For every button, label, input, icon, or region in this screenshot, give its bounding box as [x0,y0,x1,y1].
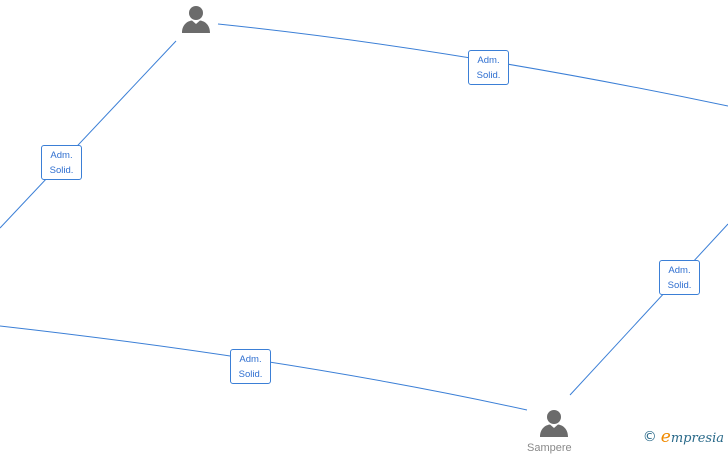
brand-logo: empresia [660,427,724,447]
edge-top [217,23,728,107]
relation-label-line2: Solid. [238,369,263,380]
person-name: Sampere [527,442,572,454]
person-icon [540,410,568,437]
relation-label-line2: Solid. [476,70,501,81]
relation-label-top[interactable]: Adm. Solid. [468,50,509,85]
relation-label-bottom[interactable]: Adm. Solid. [230,349,271,384]
copyright-icon: © [642,429,657,445]
edge-right [569,223,728,396]
relation-label-line1: Adm. [477,55,500,66]
relation-label-line2: Solid. [667,280,692,291]
person-node-top[interactable] [181,4,211,34]
person-icon [182,6,210,33]
relation-label-line1: Adm. [239,354,262,365]
relation-label-line1: Adm. [668,265,691,276]
relation-label-right[interactable]: Adm. Solid. [659,260,700,295]
relation-label-line2: Solid. [49,165,74,176]
relation-label-left[interactable]: Adm. Solid. [41,145,82,180]
relation-label-line1: Adm. [50,150,73,161]
empresia-watermark: © empresia [643,427,724,447]
edge-bottom [0,325,528,411]
edge-top-left [0,40,177,229]
person-node-bottom[interactable] [539,408,569,438]
